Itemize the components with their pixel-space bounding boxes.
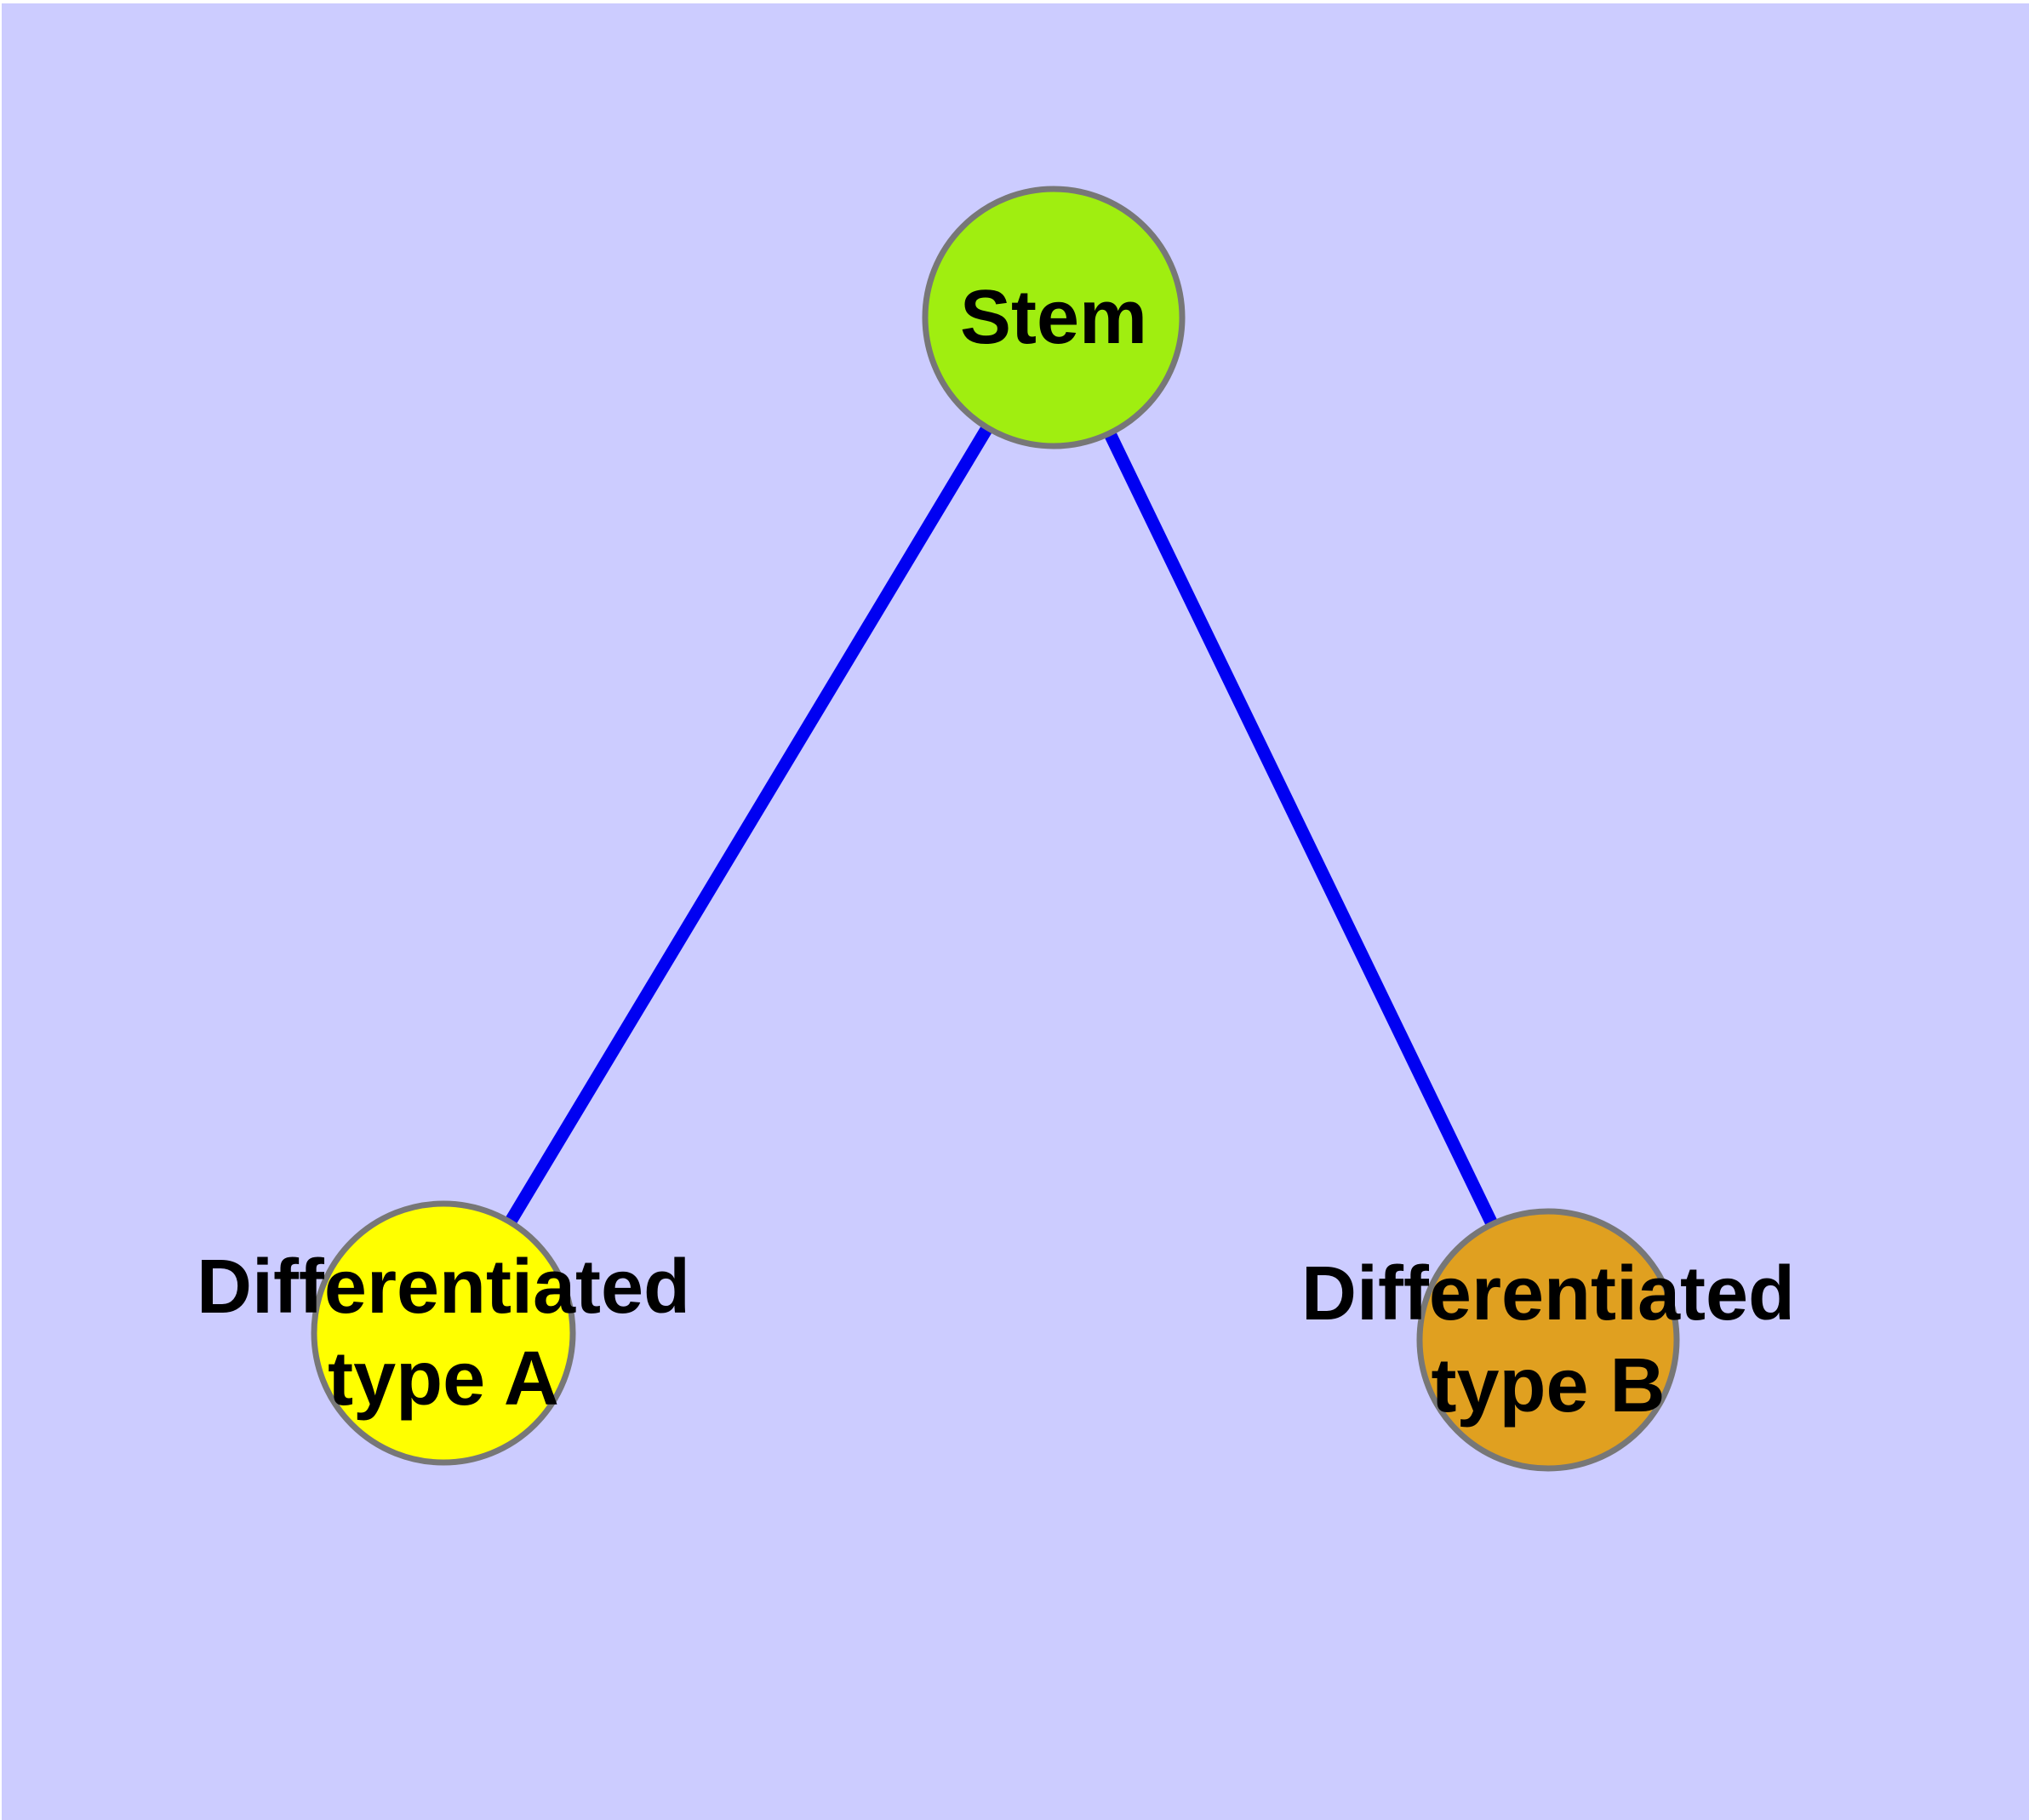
- node-typeA: [311, 1200, 576, 1466]
- node-stem: [922, 186, 1186, 449]
- edge-stem-typeB: [1048, 314, 1554, 1343]
- graph-canvas: [2, 3, 2029, 1820]
- plot-area: Stem Differentiated type A Differentiate…: [2, 3, 2029, 1820]
- edge-stem-typeA: [437, 314, 1060, 1336]
- node-typeB: [1416, 1208, 1680, 1472]
